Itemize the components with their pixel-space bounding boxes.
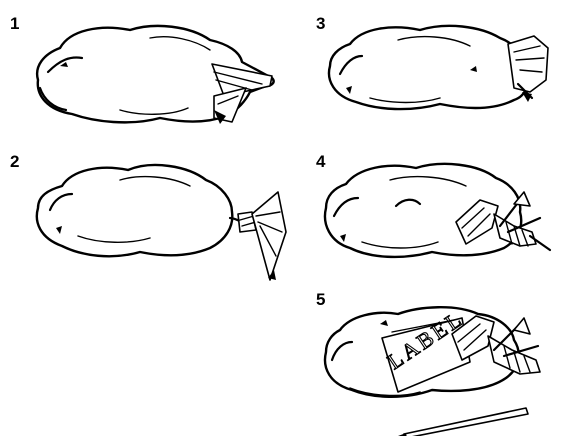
- step-4-bag-illustration: [325, 164, 550, 257]
- step-1-bag-illustration: [37, 26, 273, 124]
- step-2-bag-illustration: [37, 165, 286, 280]
- step-3-bag-illustration: [329, 26, 548, 109]
